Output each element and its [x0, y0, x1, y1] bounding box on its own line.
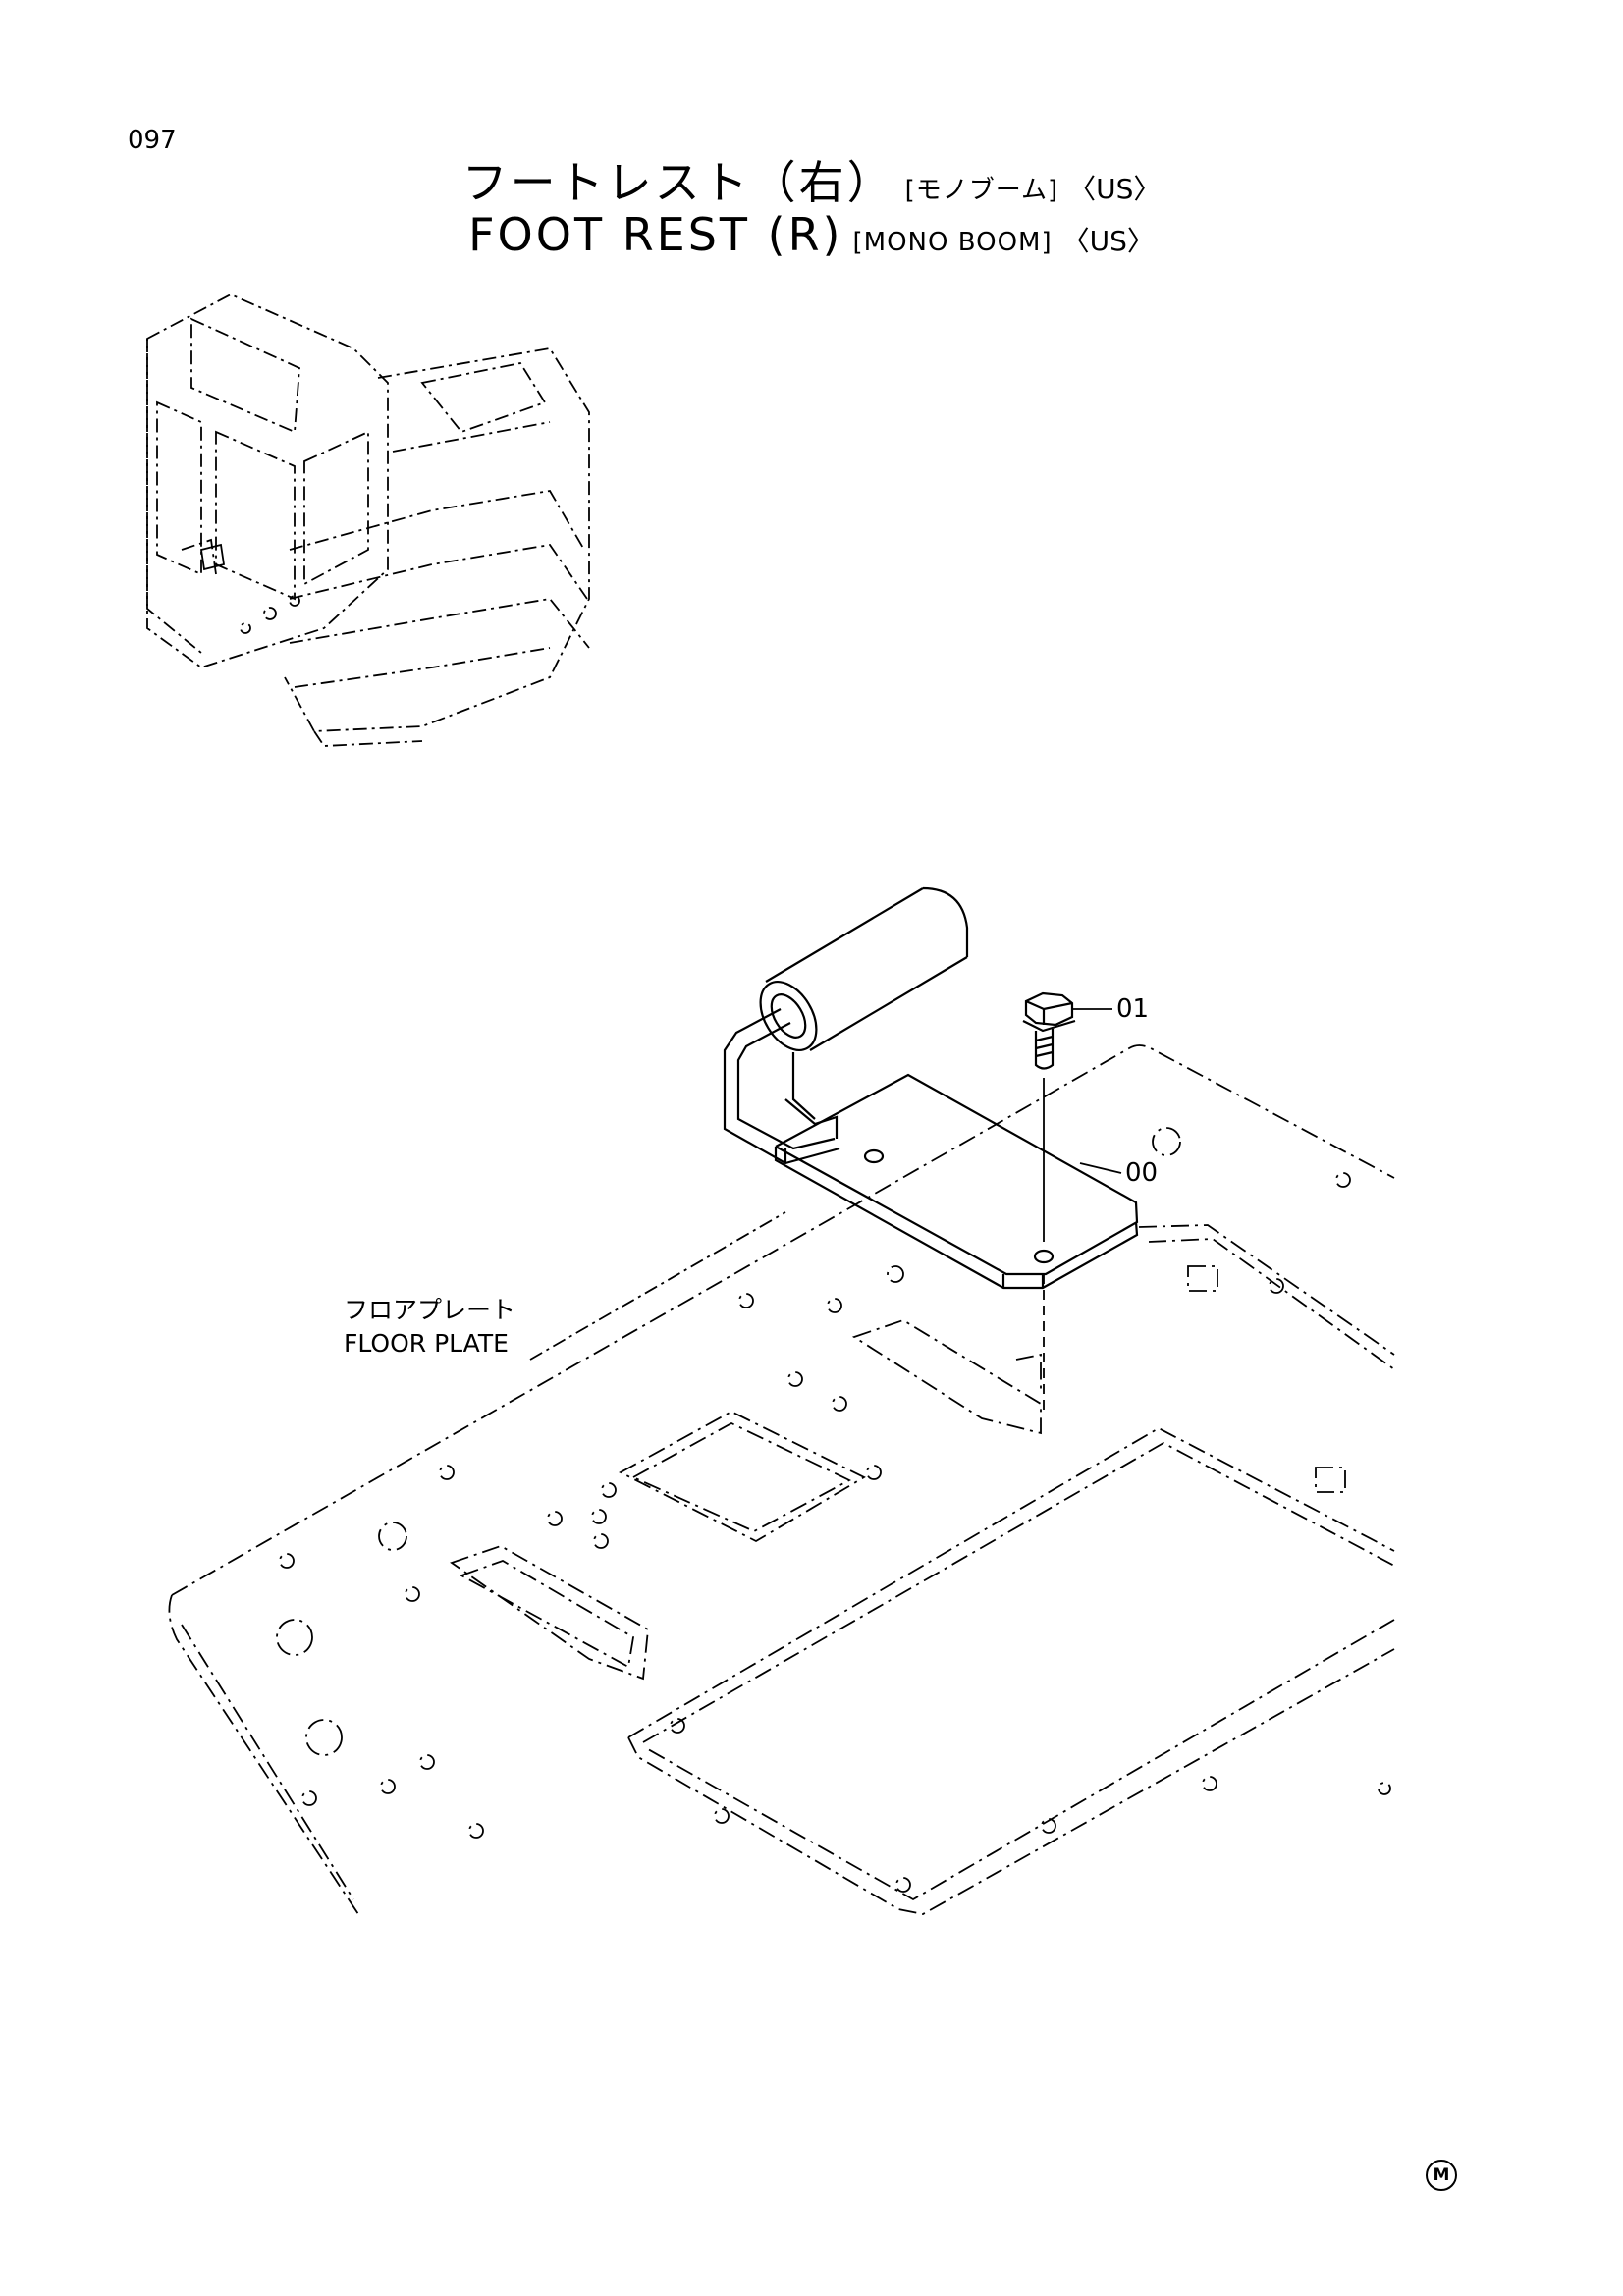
title-en-sub: [MONO BOOM] [852, 228, 1053, 257]
title-en-main: FOOT REST (R) [468, 208, 843, 261]
title-jp-sub: [モノブーム] [904, 176, 1059, 205]
floor-plate-label-jp: フロアプレート [344, 1296, 516, 1324]
title-jp-tag: 〈US〉 [1068, 173, 1162, 205]
page-title-japanese: フートレスト（右） [モノブーム] 〈US〉 [0, 147, 1623, 212]
machine-overview-illustration [146, 294, 590, 747]
page-title-english: FOOT REST (R) [MONO BOOM] 〈US〉 [0, 208, 1623, 261]
floor-plate-label: フロアプレート FLOOR PLATE [344, 1294, 515, 1361]
title-en-tag: 〈US〉 [1061, 225, 1155, 257]
bolt-part [1022, 991, 1076, 1070]
floor-plate [168, 1044, 1395, 1915]
corner-mark: M [1426, 2160, 1457, 2191]
foot-rest-part [723, 886, 1139, 1290]
callout-leaders [529, 1008, 1122, 1361]
floor-plate-label-en: FLOOR PLATE [344, 1329, 509, 1358]
callout-bolt-01: 01 [1116, 994, 1150, 1024]
callout-foot-rest-00: 00 [1125, 1158, 1159, 1188]
page-number: 097 [128, 126, 177, 155]
title-jp-main: フートレスト（右） [461, 156, 895, 209]
